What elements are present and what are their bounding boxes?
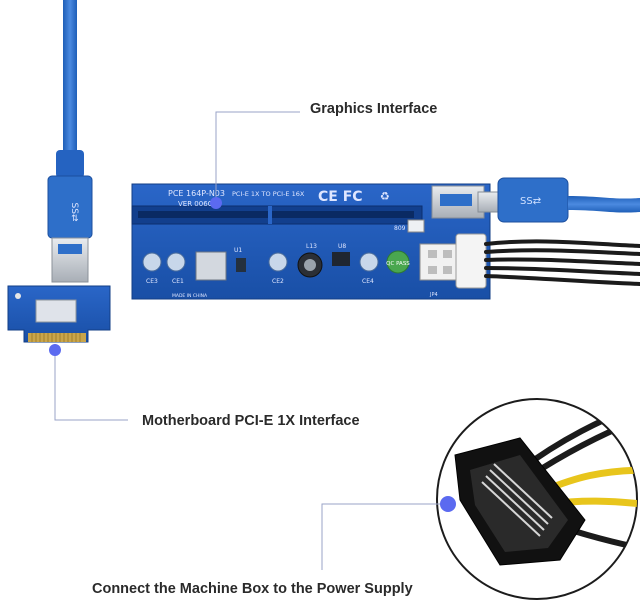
- recycle-bin-icon: ♻: [380, 190, 390, 203]
- svg-text:JP4: JP4: [429, 292, 438, 298]
- qc-pass-badge-icon: QC PASS: [386, 250, 410, 274]
- callout-motherboard-interface: Motherboard PCI-E 1X Interface: [142, 413, 360, 429]
- svg-text:809: 809: [394, 225, 406, 232]
- ce-fc-mark-icon: CE FC: [318, 189, 363, 205]
- callout-dots: [49, 197, 456, 512]
- svg-text:L13: L13: [306, 243, 317, 250]
- svg-text:CE3: CE3: [146, 278, 158, 285]
- usb-ss-logo-icon: SS⇄: [69, 203, 79, 222]
- svg-text:CE1: CE1: [172, 278, 184, 285]
- board-version-text: VER 006C: [178, 200, 213, 208]
- usb-cable-left: SS⇄: [47, 0, 93, 283]
- board-slot-text: PCI-E 1X TO PCI-E 16X: [232, 190, 305, 198]
- svg-text:CE4: CE4: [362, 278, 374, 285]
- callout-graphics-interface: Graphics Interface: [310, 101, 438, 117]
- riser-board: PCE 164P-N03 VER 006C PCI-E 1X TO PCI-E …: [131, 183, 491, 300]
- board-model-text: PCE 164P-N03: [168, 189, 225, 198]
- pcie-1x-adapter-board: [7, 285, 111, 343]
- usb-ss-logo-icon: SS⇄: [520, 196, 541, 207]
- svg-text:QC PASS: QC PASS: [386, 261, 410, 267]
- made-in-text: MADE IN CHINA: [172, 293, 208, 299]
- capacitors: [142, 252, 379, 272]
- power-wires: [484, 239, 640, 286]
- svg-text:CE2: CE2: [272, 278, 284, 285]
- svg-text:U1: U1: [234, 247, 242, 254]
- callout-power-supply: Connect the Machine Box to the Power Sup…: [92, 581, 413, 597]
- callout-leaders: [54, 111, 448, 570]
- sata-connector-inset: [436, 398, 638, 600]
- svg-text:U8: U8: [338, 243, 346, 250]
- usb-cable-right: SS⇄: [477, 177, 640, 223]
